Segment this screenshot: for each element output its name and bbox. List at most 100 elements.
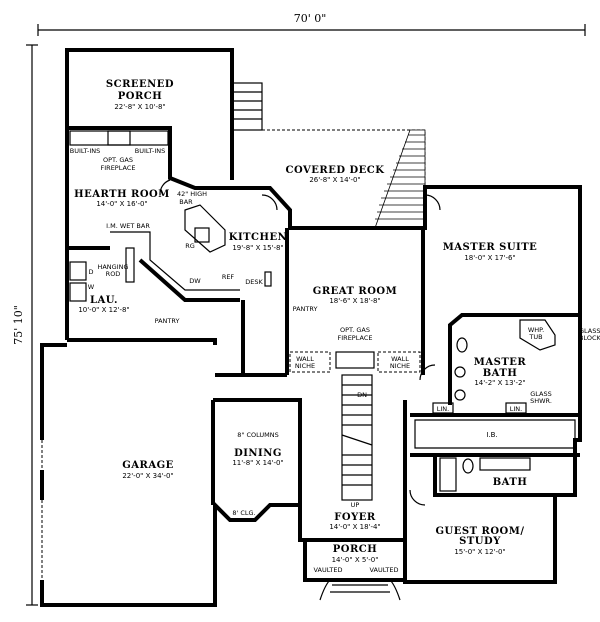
built-ins-label: BUILT-INS — [135, 147, 166, 155]
vaulted-label: VAULTED — [313, 566, 342, 574]
glass-blocks-label2: BLOCKS — [579, 334, 600, 342]
guest-room-size: 15'-0" X 12'-0" — [454, 548, 505, 556]
master-bath-size: 14'-2" X 13'-2" — [474, 379, 525, 387]
wall-niche-label2: NICHE — [295, 362, 315, 370]
glass-shower-label: GLASS — [530, 390, 552, 398]
screened-porch-label2: PORCH — [118, 91, 162, 102]
vanity-icon — [479, 457, 531, 471]
master-suite-label: MASTER SUITE — [443, 242, 538, 253]
dryer-label: D — [88, 268, 93, 276]
hearth-room-size: 14'-0" X 16'-0" — [96, 200, 147, 208]
guest-room-label2: STUDY — [459, 536, 501, 547]
master-bath-label: MASTER — [474, 357, 527, 368]
fireplace-icon — [335, 351, 375, 369]
doors — [159, 179, 441, 506]
bath: BATH — [439, 457, 531, 492]
ceiling-label: 8' CLG. — [232, 509, 255, 517]
kitchen-size: 19'-8" X 15'-8" — [232, 244, 283, 252]
bathtub-icon — [439, 457, 457, 492]
garage: GARAGE 22'-0" X 34'-0" — [40, 440, 174, 580]
great-room-label: GREAT ROOM — [313, 286, 397, 297]
whirlpool-tub-icon — [519, 319, 556, 351]
fireplace-label: FIREPLACE — [338, 334, 373, 342]
sink-icon — [454, 389, 466, 401]
toilet-icon — [462, 458, 474, 474]
dining: 8" COLUMNS DINING 11'-8" X 14'-0" 8' CLG… — [232, 431, 302, 517]
covered-deck-size: 26'-8" X 14'-0" — [309, 176, 360, 184]
dining-size: 11'-8" X 14'-0" — [232, 459, 283, 467]
dining-label: DINING — [234, 448, 282, 459]
garage-size: 22'-0" X 34'-0" — [122, 472, 173, 480]
garage-label: GARAGE — [122, 460, 174, 471]
kitchen-island — [184, 204, 226, 253]
built-ins-label: BUILT-INS — [70, 147, 101, 155]
glass-blocks-label: GLASS — [579, 327, 600, 335]
opt-gas-label: OPT. GAS — [103, 156, 133, 164]
laundry-size: 10'-0" X 12'-8" — [78, 306, 129, 314]
laundry-label: LAU. — [90, 295, 118, 306]
wet-bar-label: I.M. WET BAR — [106, 222, 150, 230]
covered-deck: COVERED DECK 26'-8" X 14'-0" — [262, 129, 426, 229]
washer-label: W — [88, 283, 95, 291]
sink-icon — [454, 366, 466, 378]
bath-label: BATH — [493, 477, 528, 488]
master-bath: WHP. TUB GLASS BLOCKS MASTER BATH 14'-2"… — [432, 319, 600, 414]
bar-height-label: 42" HIGH — [177, 190, 207, 198]
hanging-rod-label2: ROD — [106, 270, 121, 278]
hearth-room-label: HEARTH ROOM — [74, 189, 170, 200]
tub-label2: TUB — [528, 333, 542, 341]
wall-niche-label: WALL — [296, 355, 314, 363]
porch-label: PORCH — [333, 544, 377, 555]
linen-label: LIN. — [510, 405, 522, 413]
foyer-size: 14'-0" X 18'-4" — [329, 523, 380, 531]
laundry: D W HANGING ROD LAU. 10'-0" X 12'-8" PAN… — [69, 247, 180, 325]
exterior-walls — [40, 126, 582, 607]
desk-label: DESK — [245, 278, 263, 286]
master-suite-size: 18'-0" X 17'-6" — [464, 254, 515, 262]
covered-deck-label: COVERED DECK — [286, 165, 385, 176]
screened-porch-label: SCREENED — [106, 79, 174, 90]
porch-size: 14'-0" X 5'-0" — [332, 556, 379, 564]
stairs-up-label: UP — [351, 501, 360, 509]
toilet-icon — [456, 337, 468, 353]
ib-room: I.B. — [414, 419, 576, 449]
hanging-rod-label: HANGING — [97, 263, 128, 271]
tub-label: WHP. — [528, 326, 544, 334]
screened-porch-size: 22'-8" X 10'-8" — [114, 103, 165, 111]
master-bath-label2: BATH — [483, 368, 518, 379]
hearth-room: BUILT-INS BUILT-INS OPT. GAS FIREPLACE H… — [69, 130, 207, 208]
columns-label: 8" COLUMNS — [237, 431, 279, 439]
dryer-icon — [69, 261, 87, 281]
deck-stairs — [231, 82, 263, 131]
door-swing — [424, 194, 441, 211]
vaulted-label: VAULTED — [369, 566, 398, 574]
fireplace-label: FIREPLACE — [101, 164, 136, 172]
foyer-label: FOYER — [334, 512, 376, 523]
screened-porch: SCREENED PORCH 22'-8" X 10'-8" — [65, 48, 234, 180]
refrigerator-label: REF — [222, 273, 235, 281]
kitchen-label: KITCHEN — [229, 232, 287, 243]
dishwasher-label: DW — [189, 277, 201, 285]
depth-label: 75' 10" — [12, 305, 25, 345]
width-label: 70' 0" — [294, 12, 327, 25]
guest-room: GUEST ROOM/ STUDY 15'-0" X 12'-0" — [436, 526, 525, 556]
door-swing — [409, 489, 426, 506]
great-room-size: 18'-6" X 18'-8" — [329, 297, 380, 305]
dimension-width: 70' 0" — [37, 12, 586, 36]
door-swing — [419, 364, 436, 381]
bar-label: BAR — [179, 198, 193, 206]
dimension-depth: 75' 10" — [12, 44, 38, 606]
guest-room-label: GUEST ROOM/ — [436, 526, 525, 537]
front-porch: PORCH 14'-0" X 5'-0" VAULTED VAULTED — [313, 544, 401, 601]
door-swing — [261, 194, 278, 211]
range-icon — [194, 227, 210, 243]
staircase: DN UP — [341, 374, 373, 509]
pantry-label: PANTRY — [293, 305, 318, 313]
pantry-label: PANTRY — [155, 317, 180, 325]
kitchen: RG KITCHEN 19'-8" X 15'-8" I.M. WET BAR … — [106, 204, 287, 291]
great-room: GREAT ROOM 18'-6" X 18'-8" PANTRY OPT. G… — [289, 286, 421, 373]
ib-label: I.B. — [486, 431, 497, 439]
master-suite: MASTER SUITE 18'-0" X 17'-6" — [443, 242, 538, 262]
door-swing — [159, 179, 171, 196]
range-label: RG — [185, 242, 195, 250]
